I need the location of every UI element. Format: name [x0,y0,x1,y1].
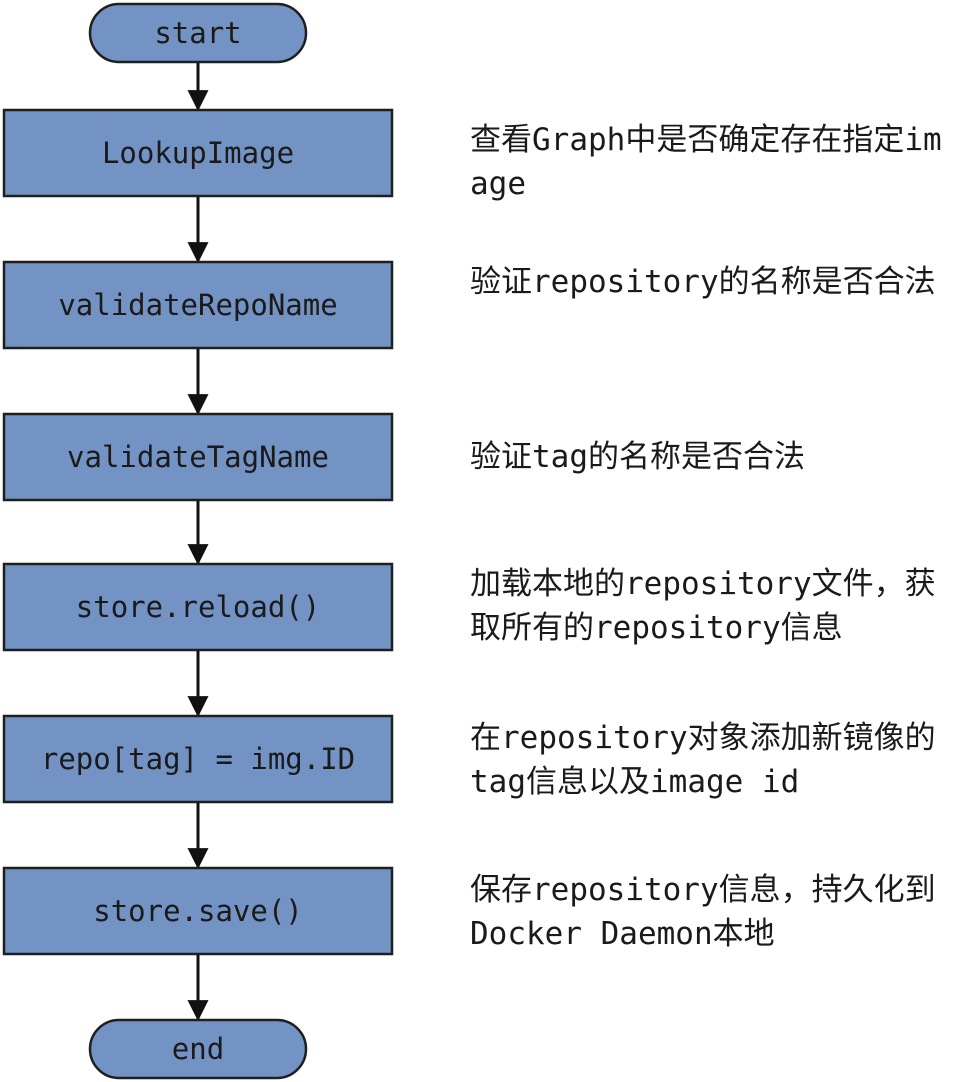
node-start: start [88,2,308,64]
node-validate-repo-name: validateRepoName [2,260,394,350]
node-store-save: store.save() [2,866,394,956]
node-store-reload: store.reload() [2,562,394,652]
node-validate-tag-name-label: validateTagName [67,440,329,474]
node-store-save-label: store.save() [93,894,303,928]
note-lookup-image: 查看Graph中是否确定存在指定image [470,122,942,202]
node-repo-tag-assign-label: repo[tag] = img.ID [41,742,355,776]
note-store-reload: 加载本地的repository文件，获取所有的repository信息 [470,566,936,646]
note-repo-tag-assign: 在repository对象添加新镜像的tag信息以及image id [470,720,936,800]
node-validate-tag-name: validateTagName [2,412,394,502]
note-store-save: 保存repository信息，持久化到Docker Daemon本地 [470,872,936,952]
node-end-shape [88,1018,308,1080]
node-start-shape [88,2,308,64]
node-validate-repo-name-shape [2,260,394,350]
node-validate-repo-name-label: validateRepoName [58,288,337,322]
node-lookup-image-label: LookupImage [102,136,294,170]
node-store-reload-label: store.reload() [76,590,320,624]
node-store-save-shape [2,866,394,956]
node-repo-tag-assign: repo[tag] = img.ID [2,714,394,804]
node-end-label: end [172,1032,224,1066]
node-start-label: start [154,16,241,50]
node-repo-tag-assign-shape [2,714,394,804]
node-lookup-image-shape [2,108,394,198]
node-validate-tag-name-shape [2,412,394,502]
note-validate-tag-name: 验证tag的名称是否合法 [470,439,805,475]
note-validate-repo-name: 验证repository的名称是否合法 [470,264,936,300]
node-lookup-image: LookupImage [2,108,394,198]
node-store-reload-shape [2,562,394,652]
node-end: end [88,1018,308,1080]
